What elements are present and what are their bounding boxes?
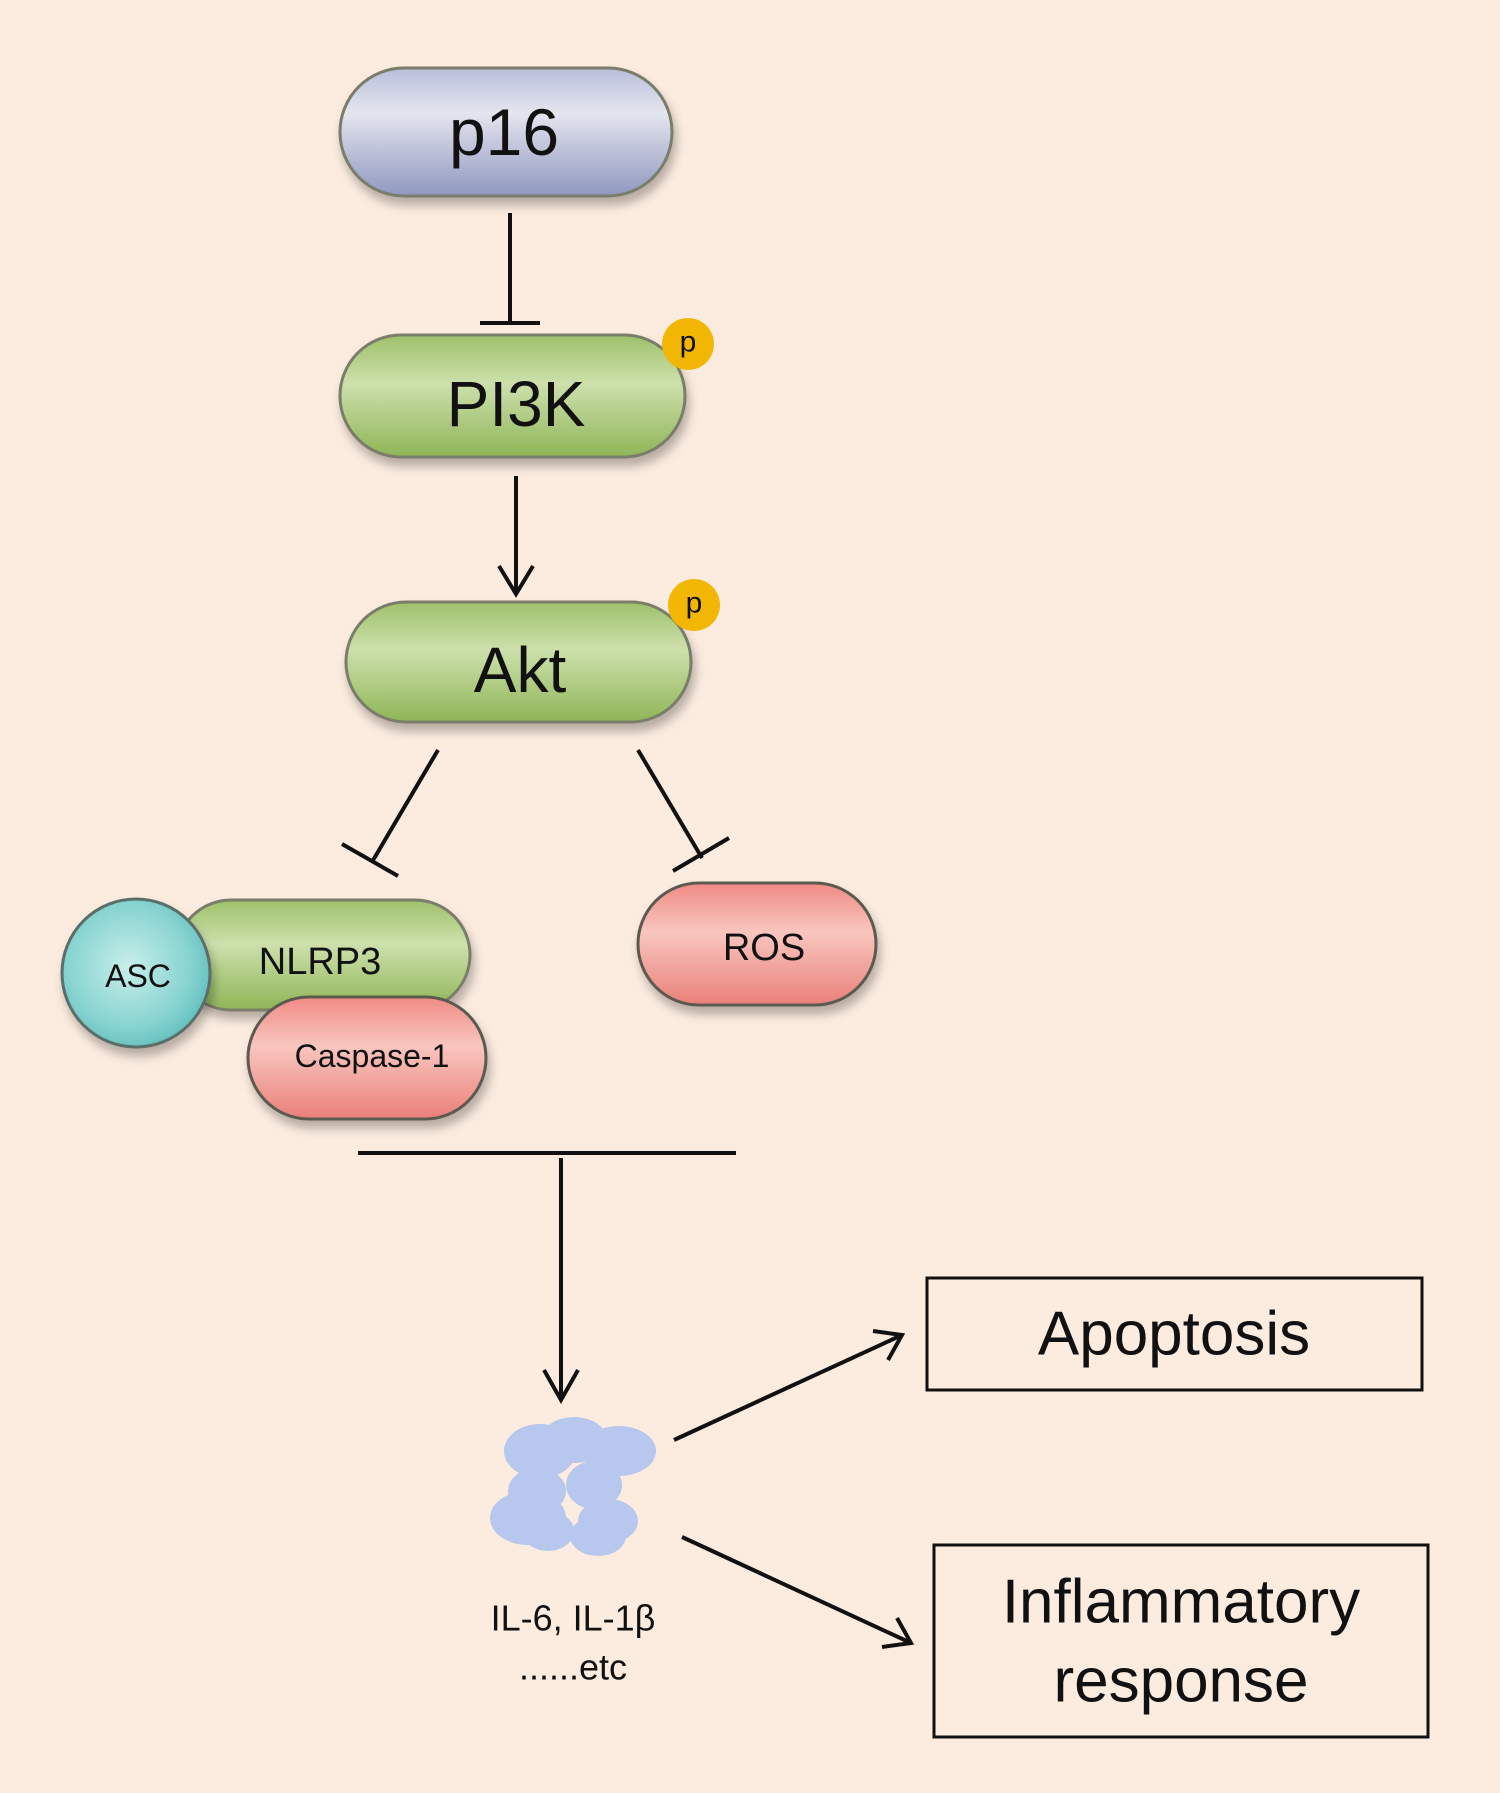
asc-node: ASC (60, 897, 212, 1049)
nlrp3-label: NLRP3 (259, 941, 382, 983)
pi3k-phospho-label: p (680, 326, 697, 359)
pi3k-label: PI3K (447, 368, 586, 440)
apoptosis-label: Apoptosis (1038, 1300, 1310, 1369)
ros-label: ROS (723, 927, 805, 969)
inflammasome-ros-to-cytokines-edge (358, 1151, 736, 1405)
akt-label: Akt (474, 634, 567, 706)
pi3k-node: PI3K (338, 333, 687, 459)
p16-inhibits-pi3k-edge (480, 213, 540, 325)
inflammatory-label-line1: Inflammatory (1002, 1568, 1360, 1637)
cytokine-cluster-icon (490, 1417, 656, 1556)
asc-label: ASC (105, 958, 171, 994)
cytokines-to-inflammatory-response-edge (681, 1535, 915, 1649)
cytokines-label-line1: IL-6, IL-1β (491, 1598, 656, 1639)
caspase1-label: Caspase-1 (295, 1038, 450, 1074)
apoptosis-box: Apoptosis (925, 1276, 1424, 1392)
pi3k-activates-akt-edge (497, 476, 535, 598)
akt-node: Akt (344, 600, 693, 724)
akt-inhibits-nlrp3-edge (341, 748, 440, 878)
caspase1-node: Caspase-1 (246, 995, 488, 1121)
akt-phospho-label: p (686, 587, 703, 620)
inflammatory-label-line2: response (1053, 1647, 1308, 1716)
ros-node: ROS (636, 881, 878, 1007)
cytokines-label-line2: ......etc (519, 1647, 627, 1688)
nlrp3-node: NLRP3 (174, 898, 472, 1012)
pi3k-phospho-badge: p (662, 318, 714, 370)
cytokines-to-apoptosis-edge (673, 1329, 906, 1442)
p16-label: p16 (449, 95, 559, 169)
inflammatory-response-box: Inflammatory response (932, 1543, 1430, 1739)
akt-phospho-badge: p (668, 579, 720, 631)
p16-node: p16 (338, 66, 674, 198)
akt-inhibits-ros-edge (636, 748, 731, 873)
